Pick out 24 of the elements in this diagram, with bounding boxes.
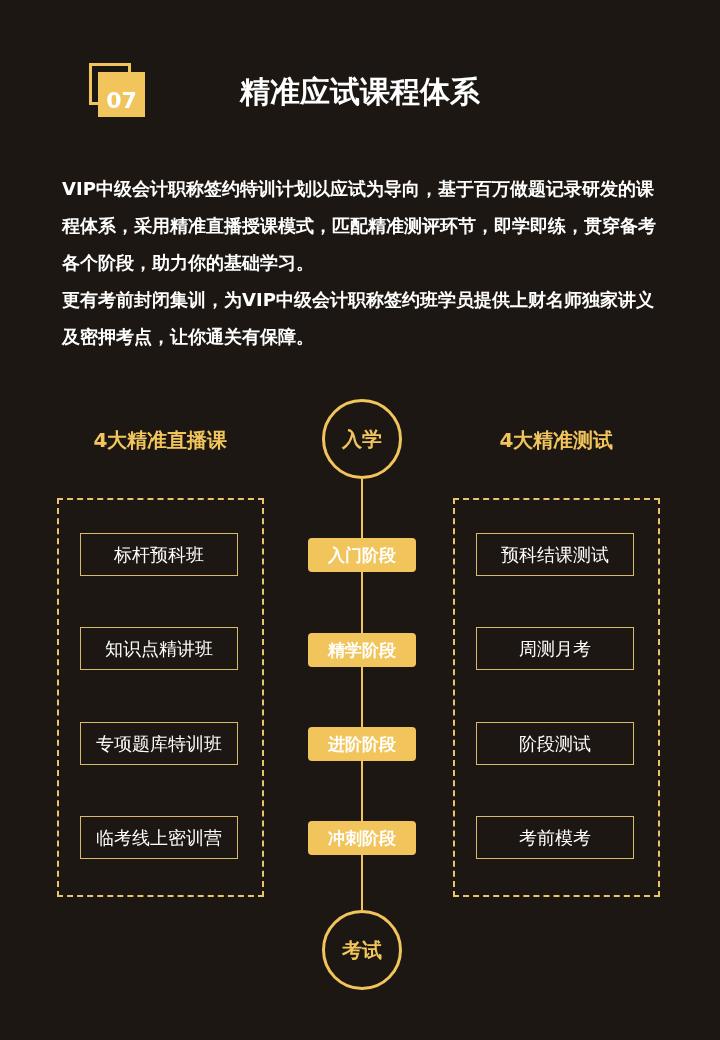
course-box: 周测月考 [476, 627, 634, 670]
intro-paragraph: VIP中级会计职称签约特训计划以应试为导向，基于百万做题记录研发的课程体系，采用精准直播授课模式，匹配精准测评环节，即学即练，贯穿备考各个阶段，助力你的基础学习。 [62, 177, 657, 275]
intro-paragraph: 更有考前封闭集训，为VIP中级会计职称签约班学员提供上财名师独家讲义及密押考点，让你通关有保障。 [62, 288, 655, 349]
stage-label: 精学阶段 [308, 633, 416, 667]
course-box: 临考线上密训营 [80, 816, 238, 859]
stage-label: 进阶阶段 [308, 727, 416, 761]
page-title: 精准应试课程体系 [238, 72, 481, 111]
connector-line [361, 854, 363, 911]
stage-label: 入门阶段 [308, 538, 416, 572]
course-box: 预科结课测试 [476, 533, 634, 576]
connector-line [361, 760, 363, 822]
course-box: 标杆预科班 [80, 533, 238, 576]
stage-circle: 考试 [322, 910, 402, 990]
course-box: 考前模考 [476, 816, 634, 859]
connector-line [361, 478, 363, 539]
course-box: 阶段测试 [476, 722, 634, 765]
course-box: 知识点精讲班 [80, 627, 238, 670]
stage-label: 冲刺阶段 [308, 821, 416, 855]
column-heading: 4大精准测试 [498, 426, 615, 454]
connector-line [361, 666, 363, 728]
column-heading: 4大精准直播课 [92, 426, 229, 454]
course-box: 专项题库特训班 [80, 722, 238, 765]
stage-circle: 入学 [322, 399, 402, 479]
connector-line [361, 571, 363, 634]
